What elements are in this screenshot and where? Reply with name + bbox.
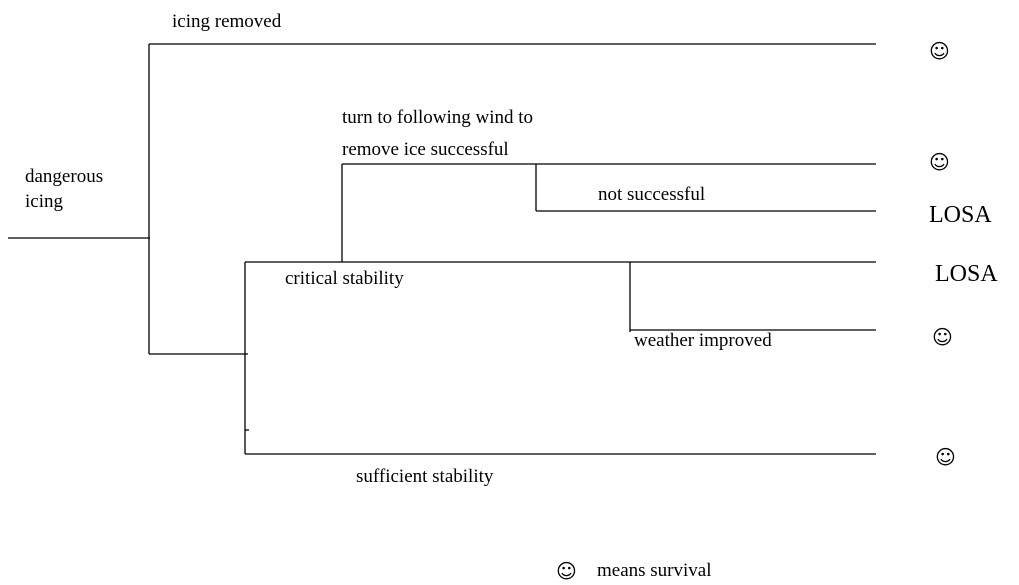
survival-outcome-icon: ☺ xyxy=(932,325,953,349)
turn-label-line1: turn to following wind to xyxy=(342,107,534,128)
not-successful-label: not successful xyxy=(598,184,706,205)
legend-text: means survival xyxy=(597,560,712,581)
critical-stability-label: critical stability xyxy=(285,268,404,289)
survival-outcome-icon: ☺ xyxy=(929,150,950,174)
legend-smiley-icon: ☺ xyxy=(556,559,577,583)
root-label: dangerous icing xyxy=(25,166,104,212)
survival-outcome-icon: ☺ xyxy=(929,39,950,63)
losa-outcome-label: LOSA xyxy=(935,261,998,287)
turn-label-line2: remove ice successful xyxy=(342,139,509,160)
survival-outcome-icon: ☺ xyxy=(935,445,956,469)
weather-improved-label: weather improved xyxy=(634,330,772,351)
losa-outcome-label: LOSA xyxy=(929,202,992,228)
sufficient-stability-label: sufficient stability xyxy=(356,466,494,487)
icing-removed-label: icing removed xyxy=(172,11,282,32)
